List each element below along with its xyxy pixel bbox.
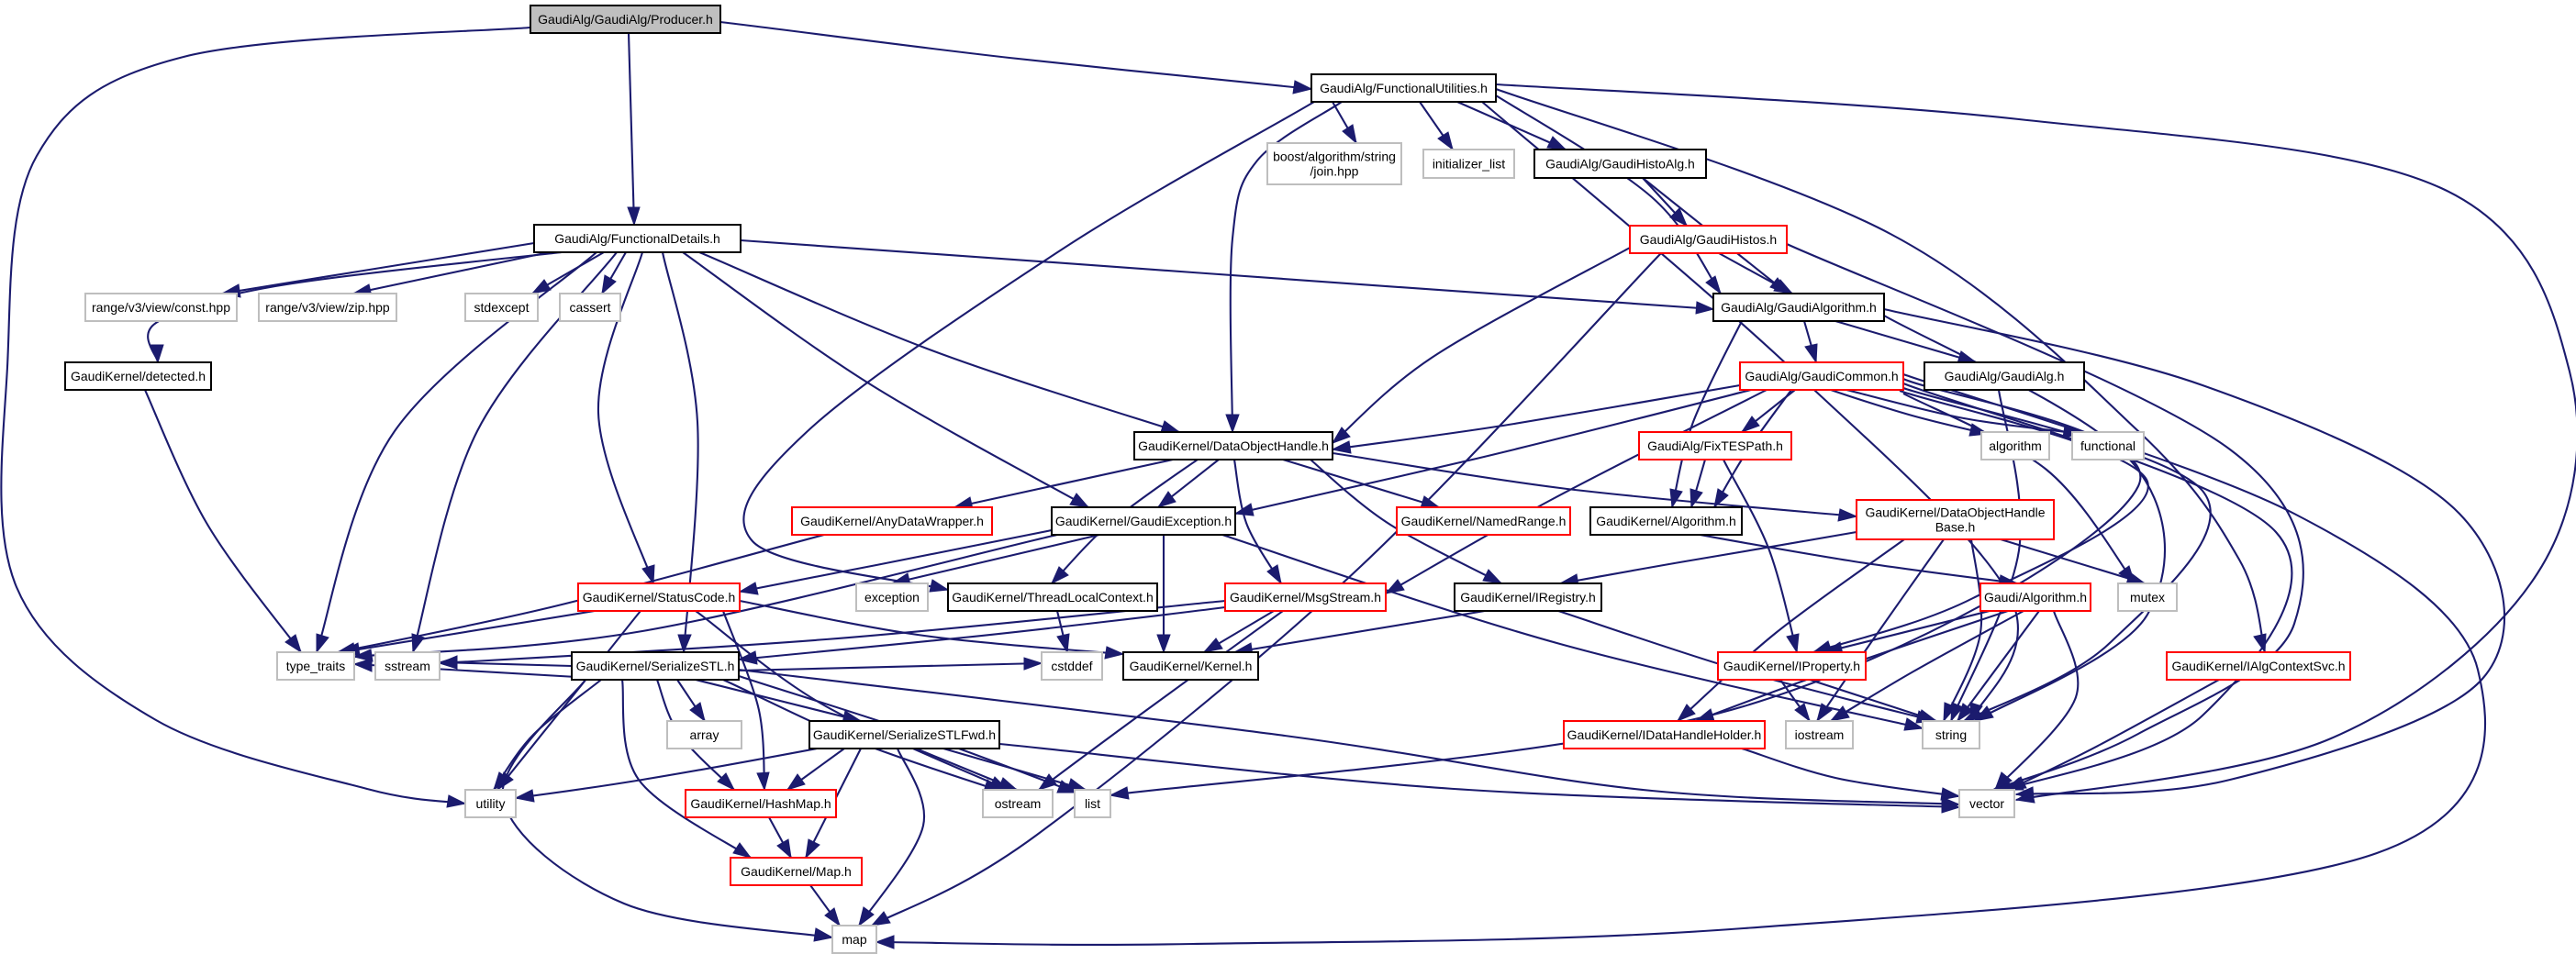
svg-text:GaudiKernel/DataObjectHandle.h: GaudiKernel/DataObjectHandle.h <box>1138 438 1329 453</box>
svg-text:Gaudi/Algorithm.h: Gaudi/Algorithm.h <box>1984 590 2087 605</box>
svg-text:string: string <box>1935 727 1967 742</box>
svg-text:GaudiKernel/GaudiException.h: GaudiKernel/GaudiException.h <box>1055 514 1232 528</box>
svg-text:range/v3/view/const.hpp: range/v3/view/const.hpp <box>92 300 230 315</box>
svg-text:list: list <box>1085 796 1100 811</box>
svg-text:GaudiKernel/HashMap.h: GaudiKernel/HashMap.h <box>690 796 831 811</box>
svg-text:iostream: iostream <box>1795 727 1845 742</box>
svg-text:vector: vector <box>1969 796 2004 811</box>
svg-text:/join.hpp: /join.hpp <box>1310 164 1359 179</box>
svg-text:GaudiKernel/NamedRange.h: GaudiKernel/NamedRange.h <box>1401 514 1567 528</box>
svg-text:GaudiKernel/DataObjectHandle: GaudiKernel/DataObjectHandle <box>1865 505 2045 520</box>
svg-text:GaudiKernel/Map.h: GaudiKernel/Map.h <box>741 864 852 879</box>
svg-text:GaudiKernel/detected.h: GaudiKernel/detected.h <box>71 369 206 383</box>
svg-text:mutex: mutex <box>2130 590 2165 605</box>
svg-text:GaudiKernel/Kernel.h: GaudiKernel/Kernel.h <box>1130 659 1253 673</box>
svg-text:array: array <box>690 727 719 742</box>
svg-text:GaudiKernel/IDataHandleHolder.: GaudiKernel/IDataHandleHolder.h <box>1567 727 1762 742</box>
svg-text:exception: exception <box>864 590 920 605</box>
svg-text:GaudiAlg/GaudiAlgorithm.h: GaudiAlg/GaudiAlgorithm.h <box>1721 300 1877 315</box>
svg-text:GaudiAlg/FixTESPath.h: GaudiAlg/FixTESPath.h <box>1647 438 1783 453</box>
svg-text:GaudiKernel/SerializeSTLFwd.h: GaudiKernel/SerializeSTLFwd.h <box>813 727 996 742</box>
svg-text:ostream: ostream <box>995 796 1042 811</box>
svg-text:boost/algorithm/string: boost/algorithm/string <box>1273 150 1396 164</box>
svg-text:sstream: sstream <box>385 659 430 673</box>
svg-text:GaudiKernel/IAlgContextSvc.h: GaudiKernel/IAlgContextSvc.h <box>2171 659 2345 673</box>
svg-text:GaudiAlg/GaudiHistos.h: GaudiAlg/GaudiHistos.h <box>1640 232 1777 247</box>
svg-text:GaudiKernel/IRegistry.h: GaudiKernel/IRegistry.h <box>1460 590 1596 605</box>
svg-text:GaudiAlg/GaudiAlg.h: GaudiAlg/GaudiAlg.h <box>1945 369 2065 383</box>
svg-text:cstddef: cstddef <box>1051 659 1092 673</box>
svg-text:GaudiKernel/StatusCode.h: GaudiKernel/StatusCode.h <box>583 590 736 605</box>
svg-text:stdexcept: stdexcept <box>474 300 530 315</box>
svg-text:GaudiAlg/FunctionalUtilities.h: GaudiAlg/FunctionalUtilities.h <box>1320 81 1488 95</box>
svg-text:GaudiKernel/IProperty.h: GaudiKernel/IProperty.h <box>1723 659 1860 673</box>
svg-text:type_traits: type_traits <box>286 659 346 673</box>
svg-text:GaudiKernel/Algorithm.h: GaudiKernel/Algorithm.h <box>1596 514 1736 528</box>
svg-text:Base.h: Base.h <box>1935 520 1976 535</box>
svg-text:initializer_list: initializer_list <box>1433 157 1505 172</box>
svg-text:cassert: cassert <box>569 300 610 315</box>
svg-text:functional: functional <box>2080 438 2136 453</box>
svg-text:GaudiAlg/GaudiHistoAlg.h: GaudiAlg/GaudiHistoAlg.h <box>1545 157 1695 172</box>
svg-text:GaudiKernel/AnyDataWrapper.h: GaudiKernel/AnyDataWrapper.h <box>800 514 984 528</box>
svg-text:GaudiAlg/GaudiAlg/Producer.h: GaudiAlg/GaudiAlg/Producer.h <box>538 12 713 27</box>
svg-text:GaudiAlg/FunctionalDetails.h: GaudiAlg/FunctionalDetails.h <box>554 231 720 246</box>
svg-text:map: map <box>842 932 866 947</box>
svg-text:utility: utility <box>476 796 506 811</box>
svg-text:GaudiAlg/GaudiCommon.h: GaudiAlg/GaudiCommon.h <box>1745 369 1898 383</box>
svg-text:algorithm: algorithm <box>1989 438 2042 453</box>
svg-text:GaudiKernel/MsgStream.h: GaudiKernel/MsgStream.h <box>1230 590 1381 605</box>
svg-text:GaudiKernel/ThreadLocalContext: GaudiKernel/ThreadLocalContext.h <box>952 590 1153 605</box>
svg-text:GaudiKernel/SerializeSTL.h: GaudiKernel/SerializeSTL.h <box>576 659 735 673</box>
svg-text:range/v3/view/zip.hpp: range/v3/view/zip.hpp <box>265 300 390 315</box>
